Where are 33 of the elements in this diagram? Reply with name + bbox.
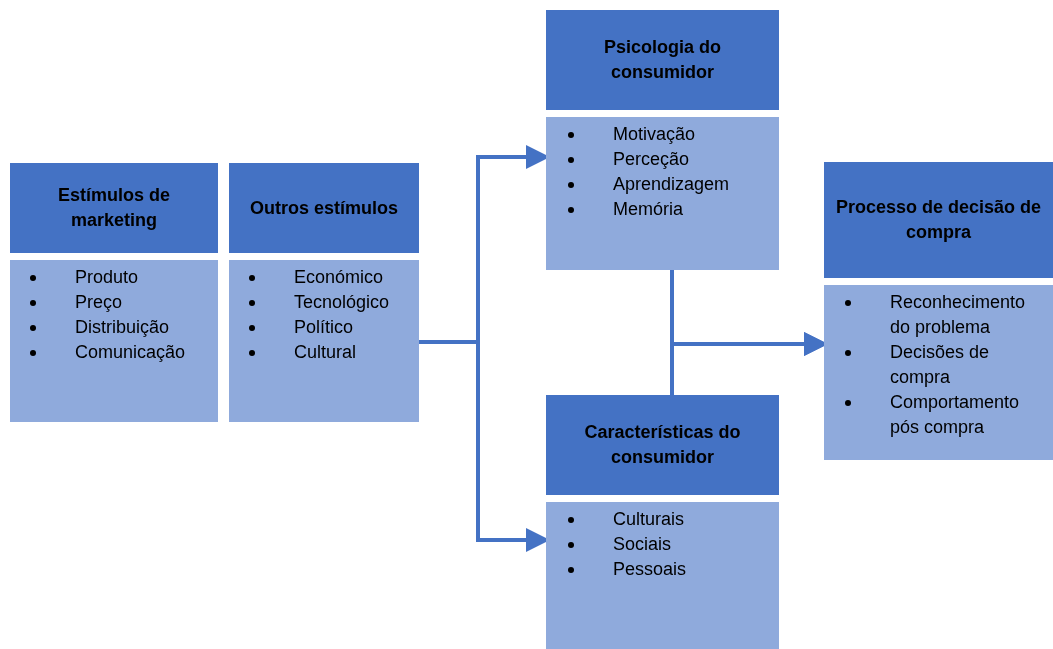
list-panel	[229, 260, 419, 422]
list-panel	[10, 260, 218, 422]
header-text: Características do consumidor	[583, 421, 742, 469]
header-box	[10, 163, 218, 253]
list-item: Comunicação	[75, 341, 187, 364]
header-text: Processo de decisão de compra	[834, 196, 1043, 244]
list-item: Comportamento pós compra	[890, 391, 1021, 439]
list-item: Decisões de compra	[890, 341, 991, 389]
list-item: Culturais	[613, 508, 686, 531]
header-box	[546, 395, 779, 495]
list-item: Cultural	[294, 341, 358, 364]
list-item: Sociais	[613, 533, 673, 556]
list-item: Tecnológico	[294, 291, 391, 314]
list-item: Político	[294, 316, 355, 339]
list-item: Económico	[294, 266, 385, 289]
header-box	[229, 163, 419, 253]
header-text: Outros estímulos	[250, 196, 398, 220]
list-item: Pessoais	[613, 558, 688, 581]
header-text: Estímulos de marketing	[57, 184, 171, 232]
list-panel	[546, 117, 779, 270]
header-box	[824, 162, 1053, 278]
list-item: Reconhecimento do problema	[890, 291, 1027, 339]
list-item: Memória	[613, 198, 684, 221]
list-item: Motivação	[613, 123, 697, 146]
header-box	[546, 10, 779, 110]
list-panel	[824, 285, 1053, 460]
list-item: Produto	[75, 266, 140, 289]
header-text: Psicologia do consumidor	[603, 36, 722, 84]
list-item: Distribuição	[75, 316, 171, 339]
list-item: Preço	[75, 291, 124, 314]
list-panel	[546, 502, 779, 649]
list-item: Aprendizagem	[613, 173, 731, 196]
list-item: Perceção	[613, 148, 691, 171]
